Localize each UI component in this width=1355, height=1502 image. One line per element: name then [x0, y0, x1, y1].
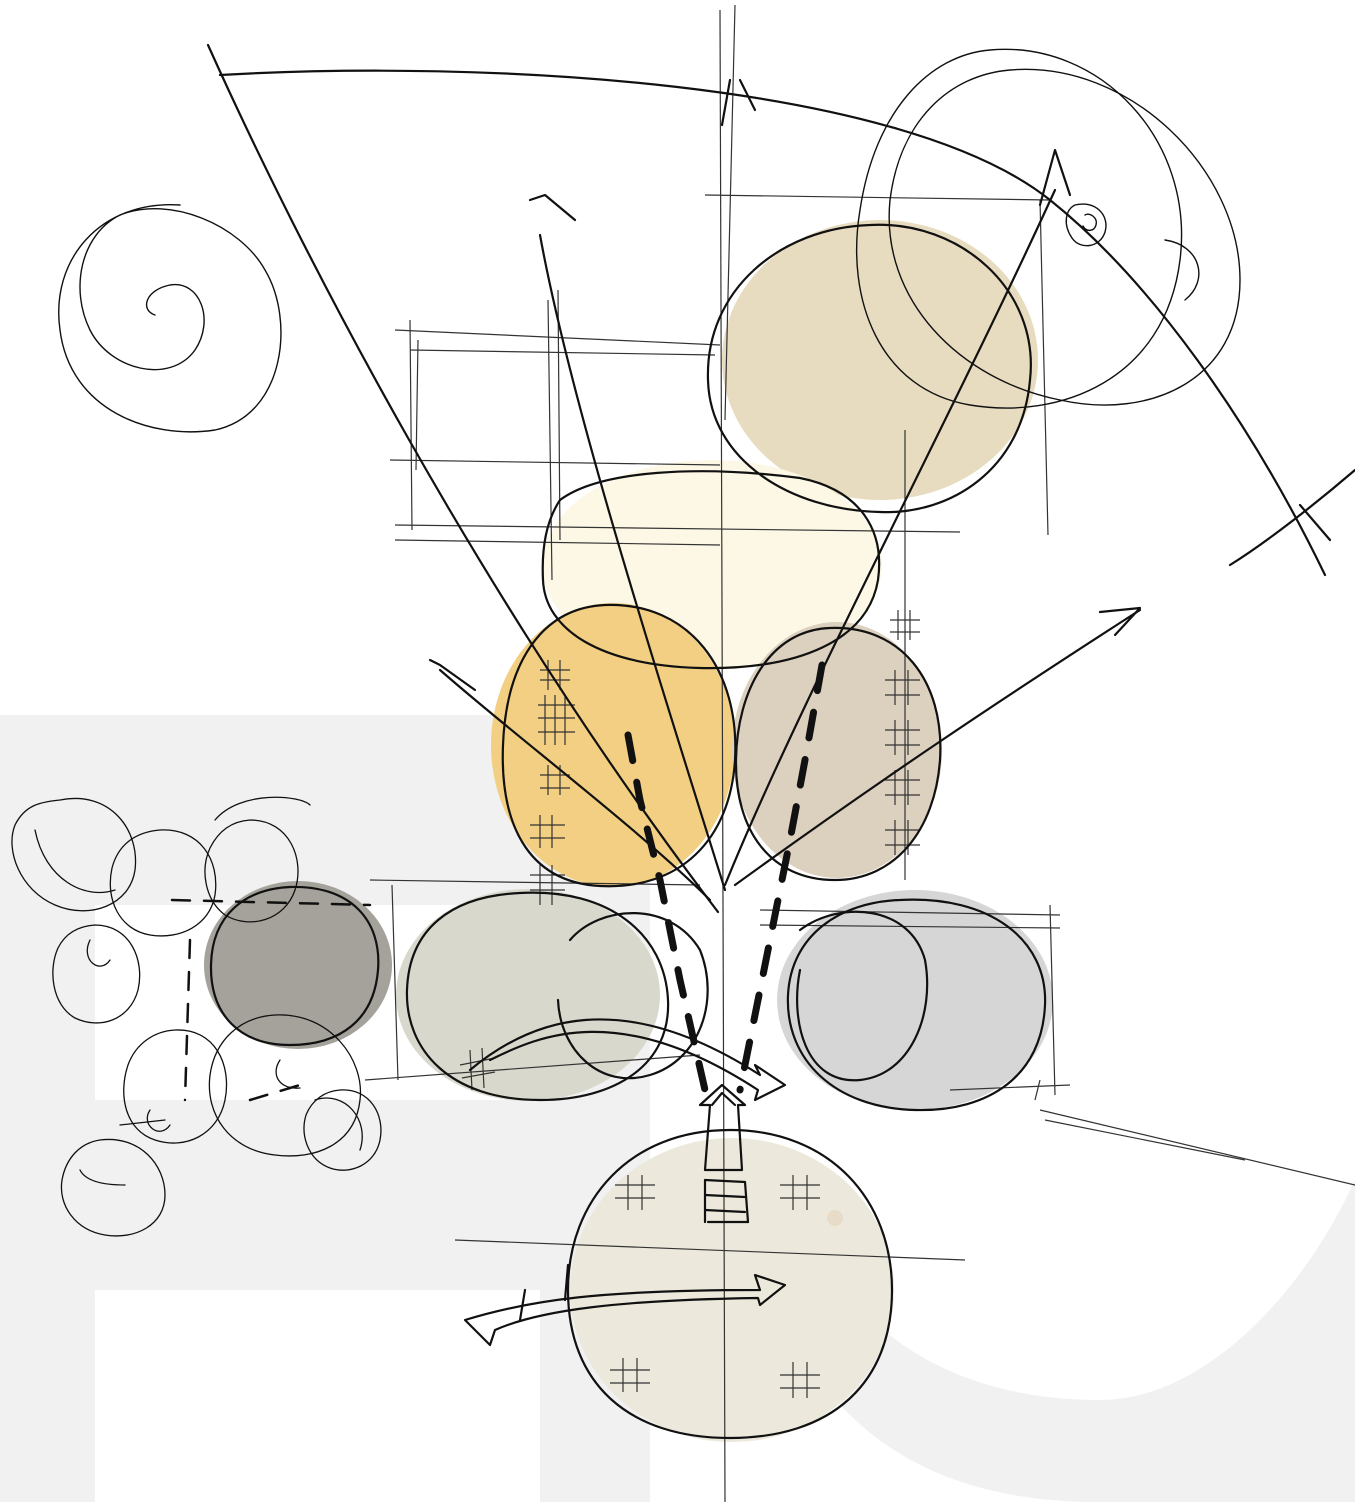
watermark-block-top — [0, 715, 540, 905]
bubble-fill-amber — [491, 603, 735, 887]
bubble-fill-grey — [777, 890, 1053, 1110]
spiral-icon — [59, 205, 281, 432]
bubble-fill-top-right — [722, 220, 1038, 500]
accent-dot — [827, 1210, 843, 1226]
watermark-block-mid — [0, 1100, 540, 1290]
accent-marks — [827, 1210, 843, 1226]
